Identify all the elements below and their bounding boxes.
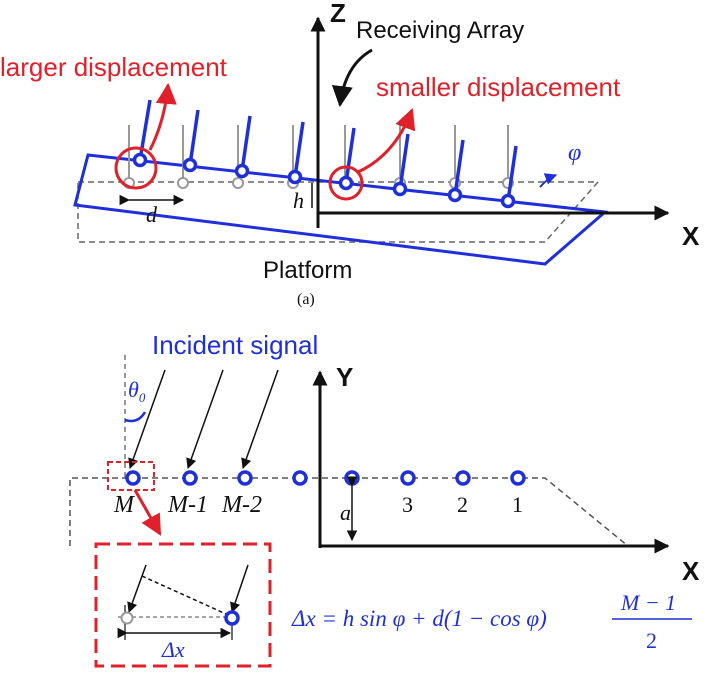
inset-delta-label: Δx bbox=[161, 637, 185, 662]
zoom-inset: Δx bbox=[94, 542, 272, 668]
formula-denominator: 2 bbox=[646, 628, 657, 653]
element-label-m: M bbox=[113, 492, 136, 518]
theta-subscript: 0 bbox=[139, 390, 146, 405]
element-label-1: 1 bbox=[512, 492, 523, 517]
larger-displacement-highlight bbox=[114, 146, 158, 190]
smaller-displacement-highlight bbox=[328, 165, 364, 201]
formula-lhs: Δx = h sin φ + d(1 − cos φ) bbox=[291, 606, 547, 631]
a-label: a bbox=[340, 500, 351, 525]
array-elements bbox=[125, 470, 526, 486]
element-m-highlight-box bbox=[107, 461, 155, 491]
element-label-m-1: M-1 bbox=[167, 492, 208, 518]
phi-angle-arc bbox=[539, 173, 558, 188]
receiving-array-arrow bbox=[331, 48, 373, 108]
y-axis-label: Y bbox=[336, 362, 353, 392]
receiving-array-label: Receiving Array bbox=[356, 17, 524, 44]
theta-label: θ0 bbox=[128, 377, 146, 405]
platform-tilted-outline bbox=[73, 153, 609, 266]
theta-angle-arc bbox=[124, 411, 147, 423]
d-label: d bbox=[146, 202, 158, 227]
delta-x-formula: Δx = h sin φ + d(1 − cos φ) M − 1 2 bbox=[291, 590, 692, 653]
inset-signal-arrow-1 bbox=[127, 564, 147, 613]
theta-symbol: θ bbox=[128, 377, 139, 402]
inset-element-undisplaced bbox=[120, 611, 134, 625]
element-label-m-2: M-2 bbox=[221, 492, 262, 518]
element-label-3: 3 bbox=[402, 492, 413, 517]
incident-signal-arrows bbox=[128, 369, 279, 469]
panel-a-caption: (a) bbox=[297, 291, 315, 308]
inset-element-displaced bbox=[224, 610, 240, 626]
platform-undisplaced-outline bbox=[77, 181, 600, 243]
larger-displacement-arrow bbox=[148, 82, 177, 151]
element-label-2: 2 bbox=[457, 492, 468, 517]
platform-label: Platform bbox=[263, 257, 352, 284]
displaced-elements bbox=[132, 99, 518, 209]
z-axis-label: Z bbox=[330, 0, 346, 28]
formula-numerator: M − 1 bbox=[620, 590, 676, 615]
phi-label: φ bbox=[568, 140, 581, 166]
inset-wavefront-line bbox=[141, 575, 227, 615]
zoom-inset-box bbox=[94, 542, 272, 668]
zoom-arrow bbox=[133, 489, 162, 536]
h-label: h bbox=[293, 188, 304, 213]
panel-a: Z X Receiving Array larger displacement … bbox=[0, 0, 700, 308]
x-axis-label-a: X bbox=[682, 221, 700, 251]
panel-b: M M-1 M-2 3 2 1 a Incident signal θ0 Y X… bbox=[69, 330, 700, 668]
x-axis-label-b: X bbox=[682, 556, 700, 586]
larger-displacement-label: larger displacement bbox=[0, 52, 228, 82]
smaller-displacement-arrow bbox=[357, 108, 416, 174]
smaller-displacement-label: smaller displacement bbox=[376, 72, 621, 102]
incident-signal-label: Incident signal bbox=[152, 330, 318, 360]
inset-signal-arrow-2 bbox=[230, 564, 249, 613]
